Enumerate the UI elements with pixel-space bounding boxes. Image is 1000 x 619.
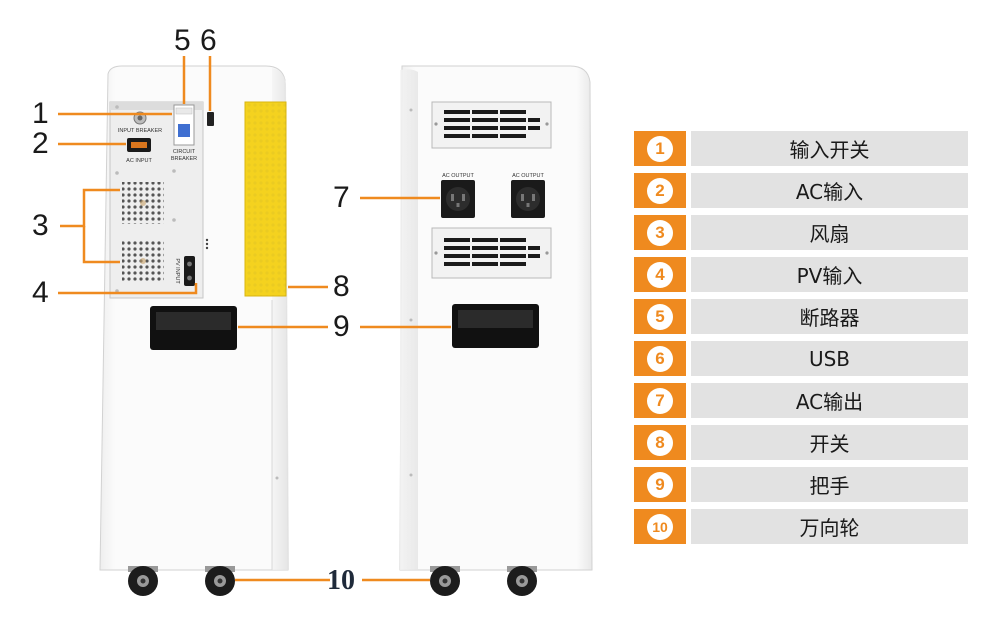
legend-number-badge: 8 — [634, 425, 686, 460]
ac-input-label: AC INPUT — [126, 158, 152, 164]
callout-6: 6 — [200, 24, 217, 57]
callout-10: 10 — [327, 565, 355, 596]
legend-number-badge: 4 — [634, 257, 686, 292]
legend-label: AC输出 — [691, 383, 968, 418]
legend-number: 8 — [647, 429, 673, 456]
callout-7: 7 — [333, 181, 350, 214]
legend-row: 6 USB — [634, 341, 968, 376]
legend-number: 2 — [647, 177, 673, 204]
legend-number: 9 — [647, 471, 673, 498]
legend-row: 2 AC输入 — [634, 173, 968, 208]
legend-number: 7 — [647, 387, 673, 414]
legend-number-badge: 5 — [634, 299, 686, 334]
legend-row: 4 PV输入 — [634, 257, 968, 292]
legend-label: USB — [691, 341, 968, 376]
callout-5: 5 — [174, 24, 191, 57]
legend-row: 5 断路器 — [634, 299, 968, 334]
legend-row: 9 把手 — [634, 467, 968, 502]
legend-number-badge: 9 — [634, 467, 686, 502]
legend-label: 风扇 — [691, 215, 968, 250]
ac-output-socket-left[interactable] — [441, 180, 475, 218]
input-breaker-label: INPUT BREAKER — [118, 128, 162, 134]
breaker-label: BREAKER — [171, 156, 197, 162]
legend-label: PV输入 — [691, 257, 968, 292]
caster-wheel — [507, 566, 537, 596]
legend-number-badge: 1 — [634, 131, 686, 166]
circuit-label: CIRCUIT — [173, 149, 196, 155]
legend-number-badge: 2 — [634, 173, 686, 208]
legend-row: 7 AC输出 — [634, 383, 968, 418]
legend-number: 10 — [647, 513, 673, 540]
legend-row: 8 开关 — [634, 425, 968, 460]
ac-output-label-left: AC OUTPUT — [442, 173, 474, 179]
ac-input-port[interactable] — [127, 138, 151, 152]
legend-number-badge: 7 — [634, 383, 686, 418]
leader-lines — [58, 56, 451, 582]
back-handle[interactable] — [452, 304, 539, 348]
legend-number-badge: 3 — [634, 215, 686, 250]
legend-number-badge: 10 — [634, 509, 686, 544]
callout-3: 3 — [32, 209, 49, 242]
legend-number: 4 — [647, 261, 673, 288]
front-handle[interactable] — [150, 306, 237, 350]
callout-9: 9 — [333, 310, 350, 343]
caster-wheel — [430, 566, 460, 596]
legend-label: 把手 — [691, 467, 968, 502]
legend-number: 3 — [647, 219, 673, 246]
ac-output-socket-right[interactable] — [511, 180, 545, 218]
ac-output-label-right: AC OUTPUT — [512, 173, 544, 179]
back-unit: AC OUTPUT AC OUTPUT — [399, 65, 593, 596]
legend-label: 万向轮 — [691, 509, 968, 544]
legend-label: 输入开关 — [691, 131, 968, 166]
legend-row: 1 输入开关 — [634, 131, 968, 166]
caster-wheel — [128, 566, 158, 596]
circuit-breaker[interactable] — [173, 104, 195, 146]
front-unit: INPUT BREAKER CIRCUIT BREAKER AC INPUT — [99, 65, 289, 596]
legend-row: 10 万向轮 — [634, 509, 968, 544]
callout-2: 2 — [32, 127, 49, 160]
callout-8: 8 — [333, 270, 350, 303]
pv-input-port[interactable] — [184, 256, 195, 286]
lower-vent — [431, 227, 552, 279]
callout-1: 1 — [32, 97, 49, 130]
legend-row: 3 风扇 — [634, 215, 968, 250]
pv-input-label: PV INPUT — [174, 258, 180, 284]
legend-number: 6 — [647, 345, 673, 372]
legend-label: 断路器 — [691, 299, 968, 334]
legend-label: 开关 — [691, 425, 968, 460]
top-vent — [431, 101, 552, 149]
legend-number: 1 — [647, 135, 673, 162]
legend-label: AC输入 — [691, 173, 968, 208]
caster-wheel — [205, 566, 235, 596]
legend-number: 5 — [647, 303, 673, 330]
callout-4: 4 — [32, 276, 49, 309]
usb-port[interactable] — [207, 112, 214, 126]
legend-number-badge: 6 — [634, 341, 686, 376]
